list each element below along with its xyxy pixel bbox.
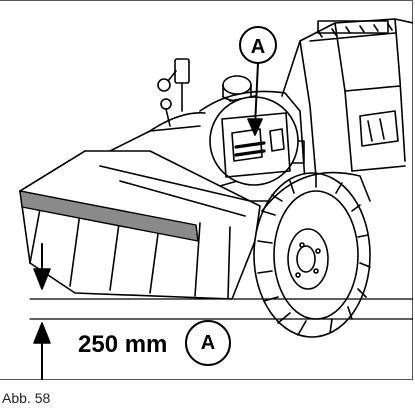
dimension-marker xyxy=(29,243,413,380)
callout-letter-top: A xyxy=(251,36,265,58)
front-wheel xyxy=(253,172,371,338)
telehandler-illustration: A xyxy=(19,18,413,380)
callout-pointer xyxy=(239,26,277,136)
dimension-label: 250 mm xyxy=(78,331,168,358)
mirror xyxy=(157,58,190,127)
callout-circle: A xyxy=(185,320,231,366)
figure-caption: Abb. 58 xyxy=(2,390,51,406)
wheel-arch xyxy=(261,171,371,212)
callout-letter: A xyxy=(200,331,216,354)
bucket-edge-strip xyxy=(19,190,199,242)
detail-magnifier xyxy=(209,96,299,186)
cab-frame xyxy=(281,18,413,202)
figure-frame: A 250 mm A xyxy=(0,0,413,380)
